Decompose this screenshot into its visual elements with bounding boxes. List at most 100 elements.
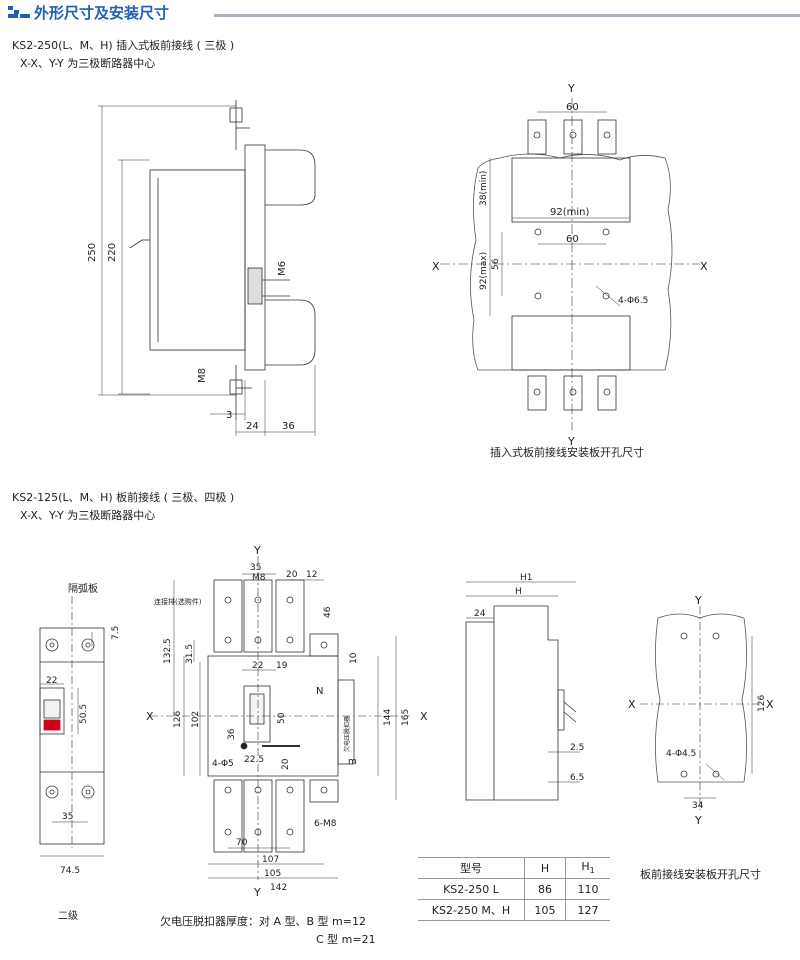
arc-plate-label: 隔弧板 xyxy=(68,582,98,595)
profile-dim-65: 6.5 xyxy=(570,773,584,783)
panel2-y-bottom: Y xyxy=(694,814,702,827)
front-dim-142: 142 xyxy=(270,883,287,893)
ks2-125-two-pole-side xyxy=(39,596,105,857)
section1-note: X-X、Y-Y 为三极断路器中心 xyxy=(20,57,156,70)
front-dim-165: 165 xyxy=(401,709,411,726)
table-cell-model: KS2-250 L xyxy=(418,878,525,900)
front-dim-70: 70 xyxy=(236,838,248,848)
table-cell-h1: 110 xyxy=(565,878,610,900)
panel1-dim-60b: 60 xyxy=(566,234,579,245)
front-dim-m8: M8 xyxy=(252,573,266,583)
dim-24: 24 xyxy=(246,421,259,432)
uv-note-1: 欠电压脱扣器厚度：对 A 型、B 型 m=12 xyxy=(160,915,366,928)
front-bus-label: 连接排(选购件) xyxy=(154,597,202,606)
section2-note: X-X、Y-Y 为三极断路器中心 xyxy=(20,509,156,522)
front-hole-label: 4-Φ5 xyxy=(212,759,234,769)
panel1-caption: 插入式板前接线安装板开孔尺寸 xyxy=(490,446,644,459)
model-dimension-table: 型号 H H1 KS2-250 L 86 110 KS2-250 M、H 105… xyxy=(418,857,610,921)
uv-note-2: C 型 m=21 xyxy=(316,933,376,946)
dim-250: 250 xyxy=(87,243,98,262)
panel1-dim-38min: 38(min) xyxy=(479,171,489,206)
panel2-caption: 板前接线安装板开孔尺寸 xyxy=(640,868,761,881)
side2-dim-22: 22 xyxy=(46,676,57,686)
table-cell-h1: 127 xyxy=(565,899,610,921)
panel1-dim-60a: 60 xyxy=(566,102,579,113)
panel1-x-right: X xyxy=(700,260,708,273)
ks2-250-side-view xyxy=(98,100,316,436)
front-dim-10: 10 xyxy=(349,652,359,664)
front-dim-126: 126 xyxy=(173,711,183,728)
table-header-model: 型号 xyxy=(418,857,525,879)
front-dim-50: 50 xyxy=(277,712,287,724)
section-header: 外形尺寸及安装尺寸 xyxy=(0,0,800,26)
front-y-bottom: Y xyxy=(253,886,261,899)
table-cell-model: KS2-250 M、H xyxy=(418,899,525,921)
panel2-x-right: X xyxy=(766,698,774,711)
table-header-h1: H1 xyxy=(565,857,610,879)
header-logo-icon xyxy=(8,6,30,18)
table-row: KS2-250 L 86 110 xyxy=(418,878,610,900)
dim-36: 36 xyxy=(282,421,295,432)
panel2-y-top: Y xyxy=(694,594,702,607)
front-panel-cutout xyxy=(640,606,760,810)
front-x-left: X xyxy=(146,710,154,723)
front-dim-19: 19 xyxy=(276,661,288,671)
front-m-label: m xyxy=(348,757,357,767)
side2-dim-35: 35 xyxy=(62,812,73,822)
table-header-h: H xyxy=(524,857,566,879)
front-m8b: 6-M8 xyxy=(314,819,337,829)
panel1-y-bottom: Y xyxy=(567,435,575,448)
panel1-dim-92min: 92(min) xyxy=(550,207,589,218)
profile-dim-24: 24 xyxy=(474,609,486,619)
front-dim-1325: 132.5 xyxy=(163,638,173,664)
table-header-row: 型号 H H1 xyxy=(418,857,610,879)
front-dim-20a: 20 xyxy=(286,570,298,580)
dim-220: 220 xyxy=(107,243,118,262)
panel2-dim-34: 34 xyxy=(692,801,704,811)
front-dim-102: 102 xyxy=(191,711,201,728)
profile-dim-25: 2.5 xyxy=(570,743,584,753)
front-uv-label: 欠电压脱扣器 xyxy=(343,716,351,752)
side2-caption: 二级 xyxy=(58,910,78,922)
side2-dim-745: 74.5 xyxy=(60,866,80,876)
table-cell-h: 105 xyxy=(524,899,566,921)
header-title: 外形尺寸及安装尺寸 xyxy=(34,4,170,22)
section2-title: KS2-125(L、M、H) 板前接线 ( 三极、四极 ) xyxy=(12,491,235,504)
ks2-125-profile-view xyxy=(465,581,580,801)
front-dim-225: 22.5 xyxy=(244,755,264,765)
panel1-y-top: Y xyxy=(567,82,575,95)
table-row: KS2-250 M、H 105 127 xyxy=(418,899,610,921)
side2-dim-75: 7.5 xyxy=(111,626,121,640)
panel1-dim-56: 56 xyxy=(491,258,501,270)
dim-3: 3 xyxy=(226,410,232,421)
plug-in-panel-cutout xyxy=(440,98,700,430)
table-cell-h: 86 xyxy=(524,878,566,900)
front-dim-46: 46 xyxy=(323,606,333,618)
panel1-hole-label: 4-Φ6.5 xyxy=(618,296,648,306)
header-divider xyxy=(214,14,800,17)
panel1-x-left: X xyxy=(432,260,440,273)
panel1-dim-92max: 92(max) xyxy=(479,252,489,290)
front-neutral-label: N xyxy=(316,686,323,697)
profile-h1: H1 xyxy=(520,573,533,583)
front-dim-144: 144 xyxy=(383,709,393,726)
panel2-hole-label: 4-Φ4.5 xyxy=(666,749,696,759)
dim-m6: M6 xyxy=(277,261,288,276)
front-dim-20b: 20 xyxy=(281,758,291,770)
profile-h: H xyxy=(515,587,522,597)
dim-m8: M8 xyxy=(197,368,208,383)
side2-dim-505: 50.5 xyxy=(79,704,89,724)
front-x-right: X xyxy=(420,710,428,723)
panel2-dim-126: 126 xyxy=(757,695,767,712)
section1-title: KS2-250(L、M、H) 插入式板前接线 ( 三极 ) xyxy=(12,39,235,52)
front-y-top: Y xyxy=(253,544,261,557)
front-dim-22: 22 xyxy=(252,661,263,671)
front-dim-315: 31.5 xyxy=(185,644,195,664)
front-dim-107: 107 xyxy=(262,855,279,865)
front-dim-36: 36 xyxy=(227,728,237,740)
panel2-x-left: X xyxy=(628,698,636,711)
ks2-125-front-view xyxy=(150,556,410,880)
front-dim-12: 12 xyxy=(306,570,317,580)
front-dim-35: 35 xyxy=(250,563,261,573)
